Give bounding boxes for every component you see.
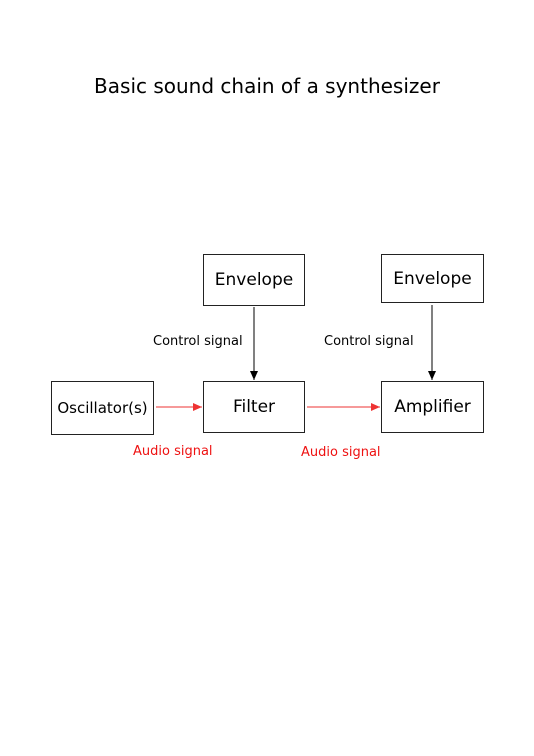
amplifier-label: Amplifier [394,397,471,417]
diagram-title: Basic sound chain of a synthesizer [94,74,440,98]
filter-block: Filter [203,381,305,433]
filter-label: Filter [232,397,276,417]
control-signal-label-amp: Control signal [324,334,414,349]
control-signal-label-filter: Control signal [153,334,243,349]
envelope-filter-label: Envelope [214,270,294,290]
envelope-filter-block: Envelope [203,254,305,306]
audio-signal-label-osc: Audio signal [133,444,213,459]
oscillator-label: Oscillator(s) [57,399,148,417]
amplifier-block: Amplifier [381,381,484,433]
audio-signal-label-filter: Audio signal [301,445,381,460]
envelope-amp-block: Envelope [381,254,484,303]
envelope-amp-label: Envelope [393,268,472,289]
oscillator-block: Oscillator(s) [51,381,154,435]
